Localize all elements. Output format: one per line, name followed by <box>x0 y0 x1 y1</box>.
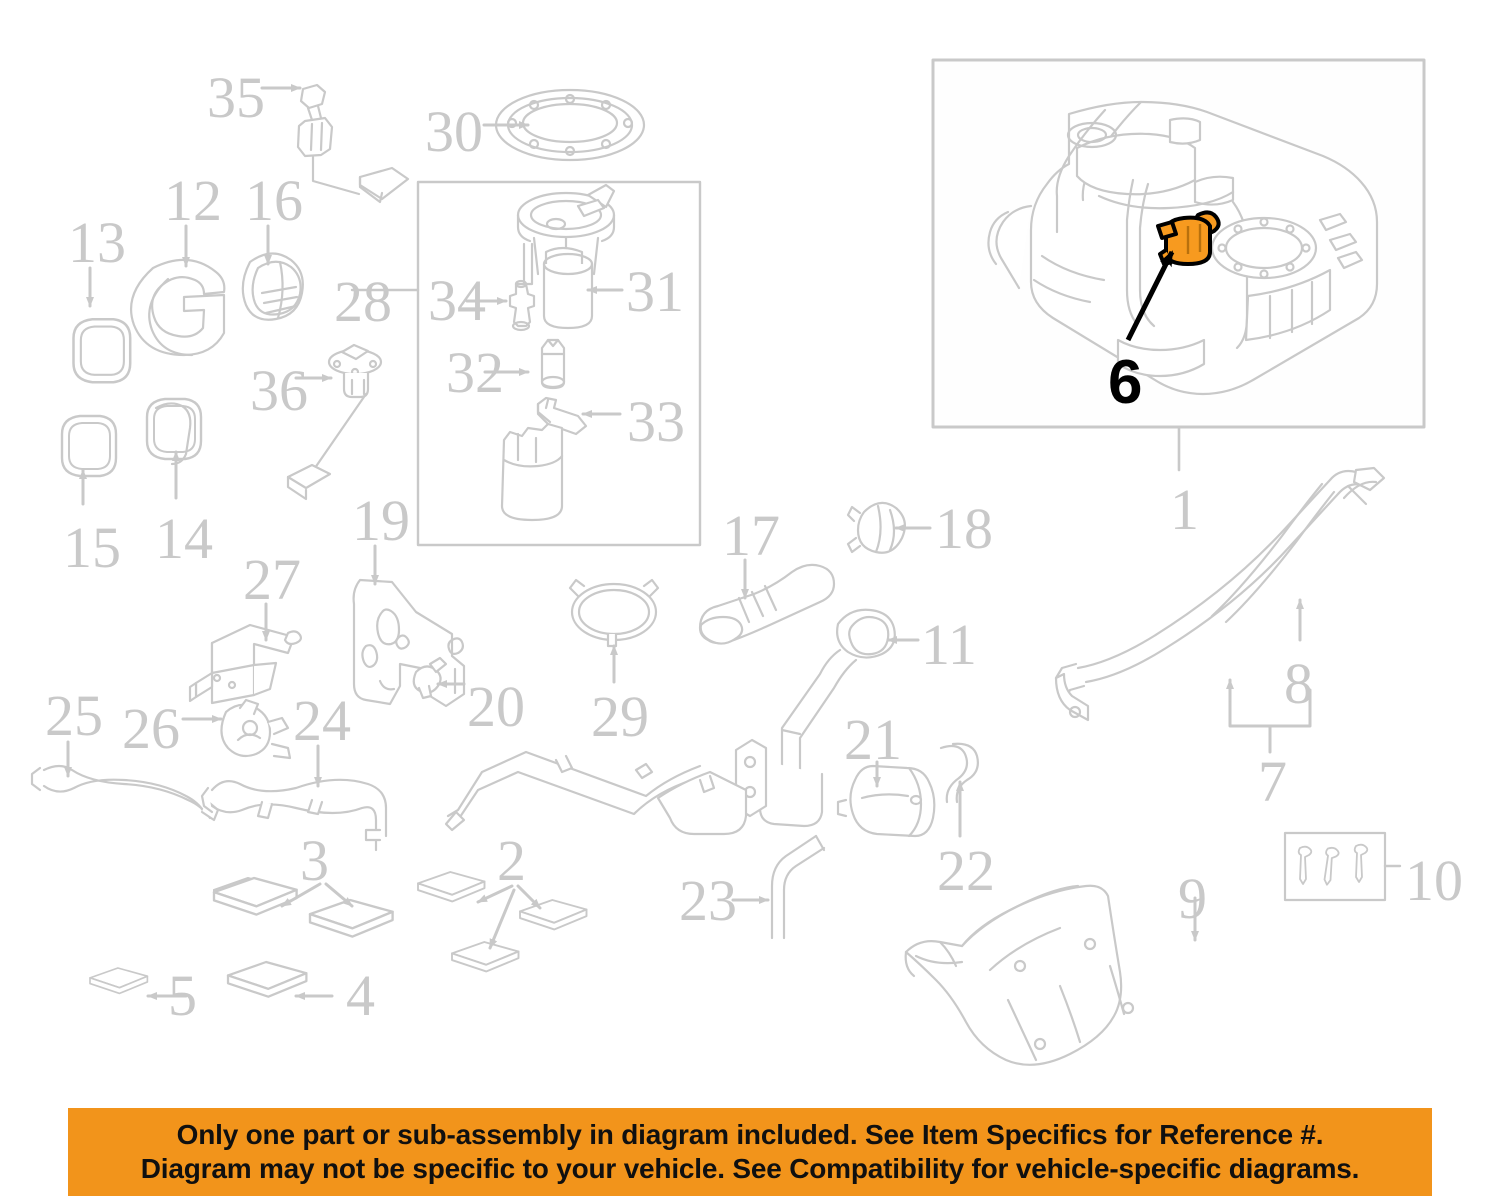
callout-number-29: 29 <box>591 684 649 749</box>
callout-number-36: 36 <box>250 358 308 423</box>
callout-number-16: 16 <box>245 168 303 233</box>
leader-2c <box>488 888 516 950</box>
part-35-harness <box>296 83 410 204</box>
callout-number-22: 22 <box>937 838 995 903</box>
callout-number-34: 34 <box>428 268 486 333</box>
callout-number-6: 6 <box>1108 348 1143 417</box>
callout-number-7: 7 <box>1258 749 1287 814</box>
callout-number-9: 9 <box>1178 866 1207 931</box>
callout-number-13: 13 <box>68 210 126 275</box>
callout-number-26: 26 <box>122 696 180 761</box>
disclaimer-banner: Only one part or sub-assembly in diagram… <box>68 1108 1432 1196</box>
inset-fuel-tank <box>987 100 1379 396</box>
callout-number-27: 27 <box>243 547 301 612</box>
module-group-box <box>416 180 702 547</box>
part-25-hose <box>30 764 220 822</box>
part-23-hose <box>770 834 826 940</box>
callout-number-21: 21 <box>844 707 902 772</box>
callout-number-23: 23 <box>679 868 737 933</box>
part-17-hose <box>698 563 836 645</box>
callout-number-12: 12 <box>164 168 222 233</box>
callout-number-14: 14 <box>155 506 213 571</box>
part-33-sensor <box>536 396 588 436</box>
callout-number-31: 31 <box>626 259 684 324</box>
part-28-cup <box>500 422 564 522</box>
callout-number-5: 5 <box>168 963 197 1028</box>
part-18-clamp <box>846 501 907 554</box>
leader-3a <box>280 882 322 908</box>
part-34-valve <box>508 279 536 332</box>
part-32-cartridge <box>540 338 566 390</box>
disclaimer-line-2: Diagram may not be specific to your vehi… <box>140 1153 1360 1184</box>
part-4-pad <box>226 960 308 998</box>
callout-number-28: 28 <box>334 269 392 334</box>
part-9-shield <box>904 884 1135 1066</box>
leader-2b <box>516 884 542 910</box>
part-36-sender <box>286 343 383 501</box>
callout-number-18: 18 <box>935 496 993 561</box>
callout-number-25: 25 <box>45 683 103 748</box>
callout-number-20: 20 <box>467 674 525 739</box>
part-24-hose <box>200 778 388 852</box>
part-7-8-straps <box>1054 466 1386 722</box>
callout-number-30: 30 <box>425 99 483 164</box>
callout-number-32: 32 <box>446 340 504 405</box>
part-5-pad <box>89 967 149 995</box>
leader-6 <box>1125 250 1175 342</box>
part-10-fasteners <box>1297 843 1369 887</box>
callout-number-10: 10 <box>1405 848 1463 913</box>
part-30-plate <box>494 88 646 162</box>
callout-number-33: 33 <box>627 389 685 454</box>
part-29-ring <box>568 578 660 648</box>
part-12-retainer <box>130 258 226 357</box>
callout-number-35: 35 <box>207 65 265 130</box>
callout-number-11: 11 <box>921 612 977 677</box>
part-27-bracket <box>188 623 302 705</box>
part-11-filler-neck <box>444 608 896 836</box>
callout-number-1: 1 <box>1170 477 1199 542</box>
highlighted-part-6 <box>1156 210 1221 266</box>
callout-number-17: 17 <box>722 503 780 568</box>
callout-number-4: 4 <box>346 963 375 1028</box>
callout-number-15: 15 <box>63 515 121 580</box>
callout-number-24: 24 <box>293 688 351 753</box>
part-19-protector <box>352 578 466 708</box>
part-21-filter <box>836 764 936 838</box>
callout-number-19: 19 <box>352 488 410 553</box>
part-31-pump <box>516 183 616 330</box>
part-26-valve <box>220 698 292 760</box>
leader-2a <box>476 884 514 904</box>
callout-number-8: 8 <box>1284 651 1313 716</box>
part-15-gasket <box>60 414 118 478</box>
part-16-cap <box>241 252 304 321</box>
callout-number-2: 2 <box>497 828 526 893</box>
callout-number-3: 3 <box>300 828 329 893</box>
leader-3b <box>324 882 354 908</box>
disclaimer-line-1: Only one part or sub-assembly in diagram… <box>176 1118 1324 1150</box>
part-14-gasket <box>145 397 203 466</box>
part-13-seal <box>72 317 132 384</box>
